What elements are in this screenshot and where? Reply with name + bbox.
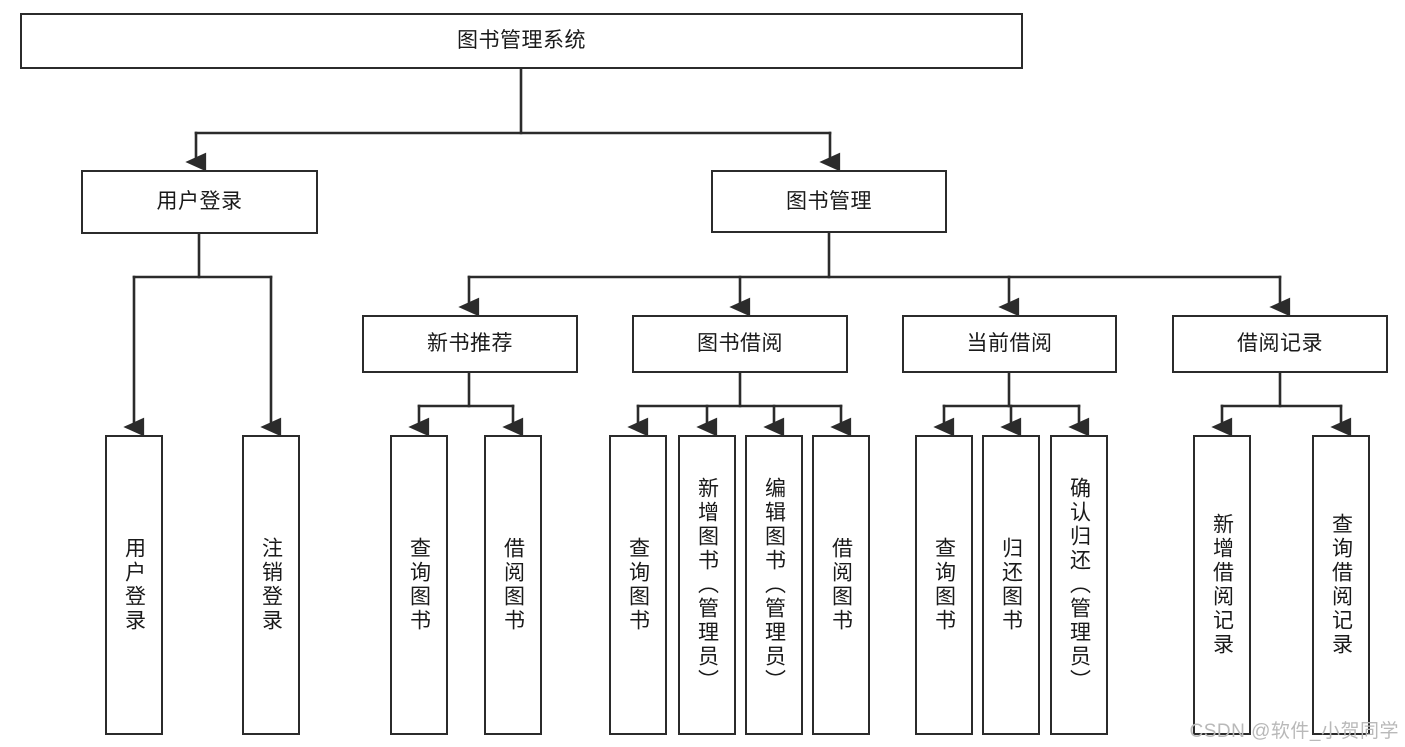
- leaf-borrow-query-book[interactable]: 查询图书: [609, 435, 667, 735]
- node-label: 查询图书: [407, 537, 431, 633]
- node-label: 归还图书: [999, 537, 1023, 633]
- node-book-management[interactable]: 图书管理: [711, 170, 947, 233]
- node-label: 图书管理: [786, 189, 872, 213]
- node-label: 借阅图书: [829, 537, 853, 633]
- leaf-borrow-edit-book-admin[interactable]: 编辑图书（管理员）: [745, 435, 803, 735]
- node-label: 查询借阅记录: [1329, 513, 1353, 657]
- node-root-system[interactable]: 图书管理系统: [20, 13, 1023, 69]
- node-label: 新增借阅记录: [1210, 513, 1234, 657]
- node-label: 借阅图书: [501, 537, 525, 633]
- node-label: 查询图书: [626, 537, 650, 633]
- leaf-user-login-logout[interactable]: 注销登录: [242, 435, 300, 735]
- leaf-borrow-borrow-book[interactable]: 借阅图书: [812, 435, 870, 735]
- leaf-record-query-record[interactable]: 查询借阅记录: [1312, 435, 1370, 735]
- node-label: 新增图书（管理员）: [695, 477, 719, 693]
- node-label: 用户登录: [122, 537, 146, 633]
- leaf-recommend-query-book[interactable]: 查询图书: [390, 435, 448, 735]
- node-label: 确认归还（管理员）: [1067, 477, 1091, 693]
- leaf-borrow-add-book-admin[interactable]: 新增图书（管理员）: [678, 435, 736, 735]
- leaf-current-confirm-return-admin[interactable]: 确认归还（管理员）: [1050, 435, 1108, 735]
- node-new-book-recommend[interactable]: 新书推荐: [362, 315, 578, 373]
- watermark-text: CSDN @软件_小贺同学: [1189, 721, 1399, 742]
- leaf-user-login-login[interactable]: 用户登录: [105, 435, 163, 735]
- node-label: 当前借阅: [966, 332, 1053, 356]
- node-user-login[interactable]: 用户登录: [81, 170, 318, 234]
- node-label: 编辑图书（管理员）: [762, 477, 786, 693]
- leaf-recommend-borrow-book[interactable]: 借阅图书: [484, 435, 542, 735]
- leaf-record-add-record[interactable]: 新增借阅记录: [1193, 435, 1251, 735]
- node-book-borrow[interactable]: 图书借阅: [632, 315, 848, 373]
- leaf-current-return-book[interactable]: 归还图书: [982, 435, 1040, 735]
- node-label: 图书借阅: [697, 332, 783, 356]
- node-label: 注销登录: [259, 537, 283, 633]
- node-label: 图书管理系统: [457, 29, 586, 53]
- leaf-current-query-book[interactable]: 查询图书: [915, 435, 973, 735]
- node-label: 查询图书: [932, 537, 956, 633]
- node-label: 借阅记录: [1237, 332, 1323, 356]
- node-label: 用户登录: [156, 190, 243, 214]
- node-current-borrow[interactable]: 当前借阅: [902, 315, 1117, 373]
- node-borrow-record[interactable]: 借阅记录: [1172, 315, 1388, 373]
- node-label: 新书推荐: [427, 332, 513, 356]
